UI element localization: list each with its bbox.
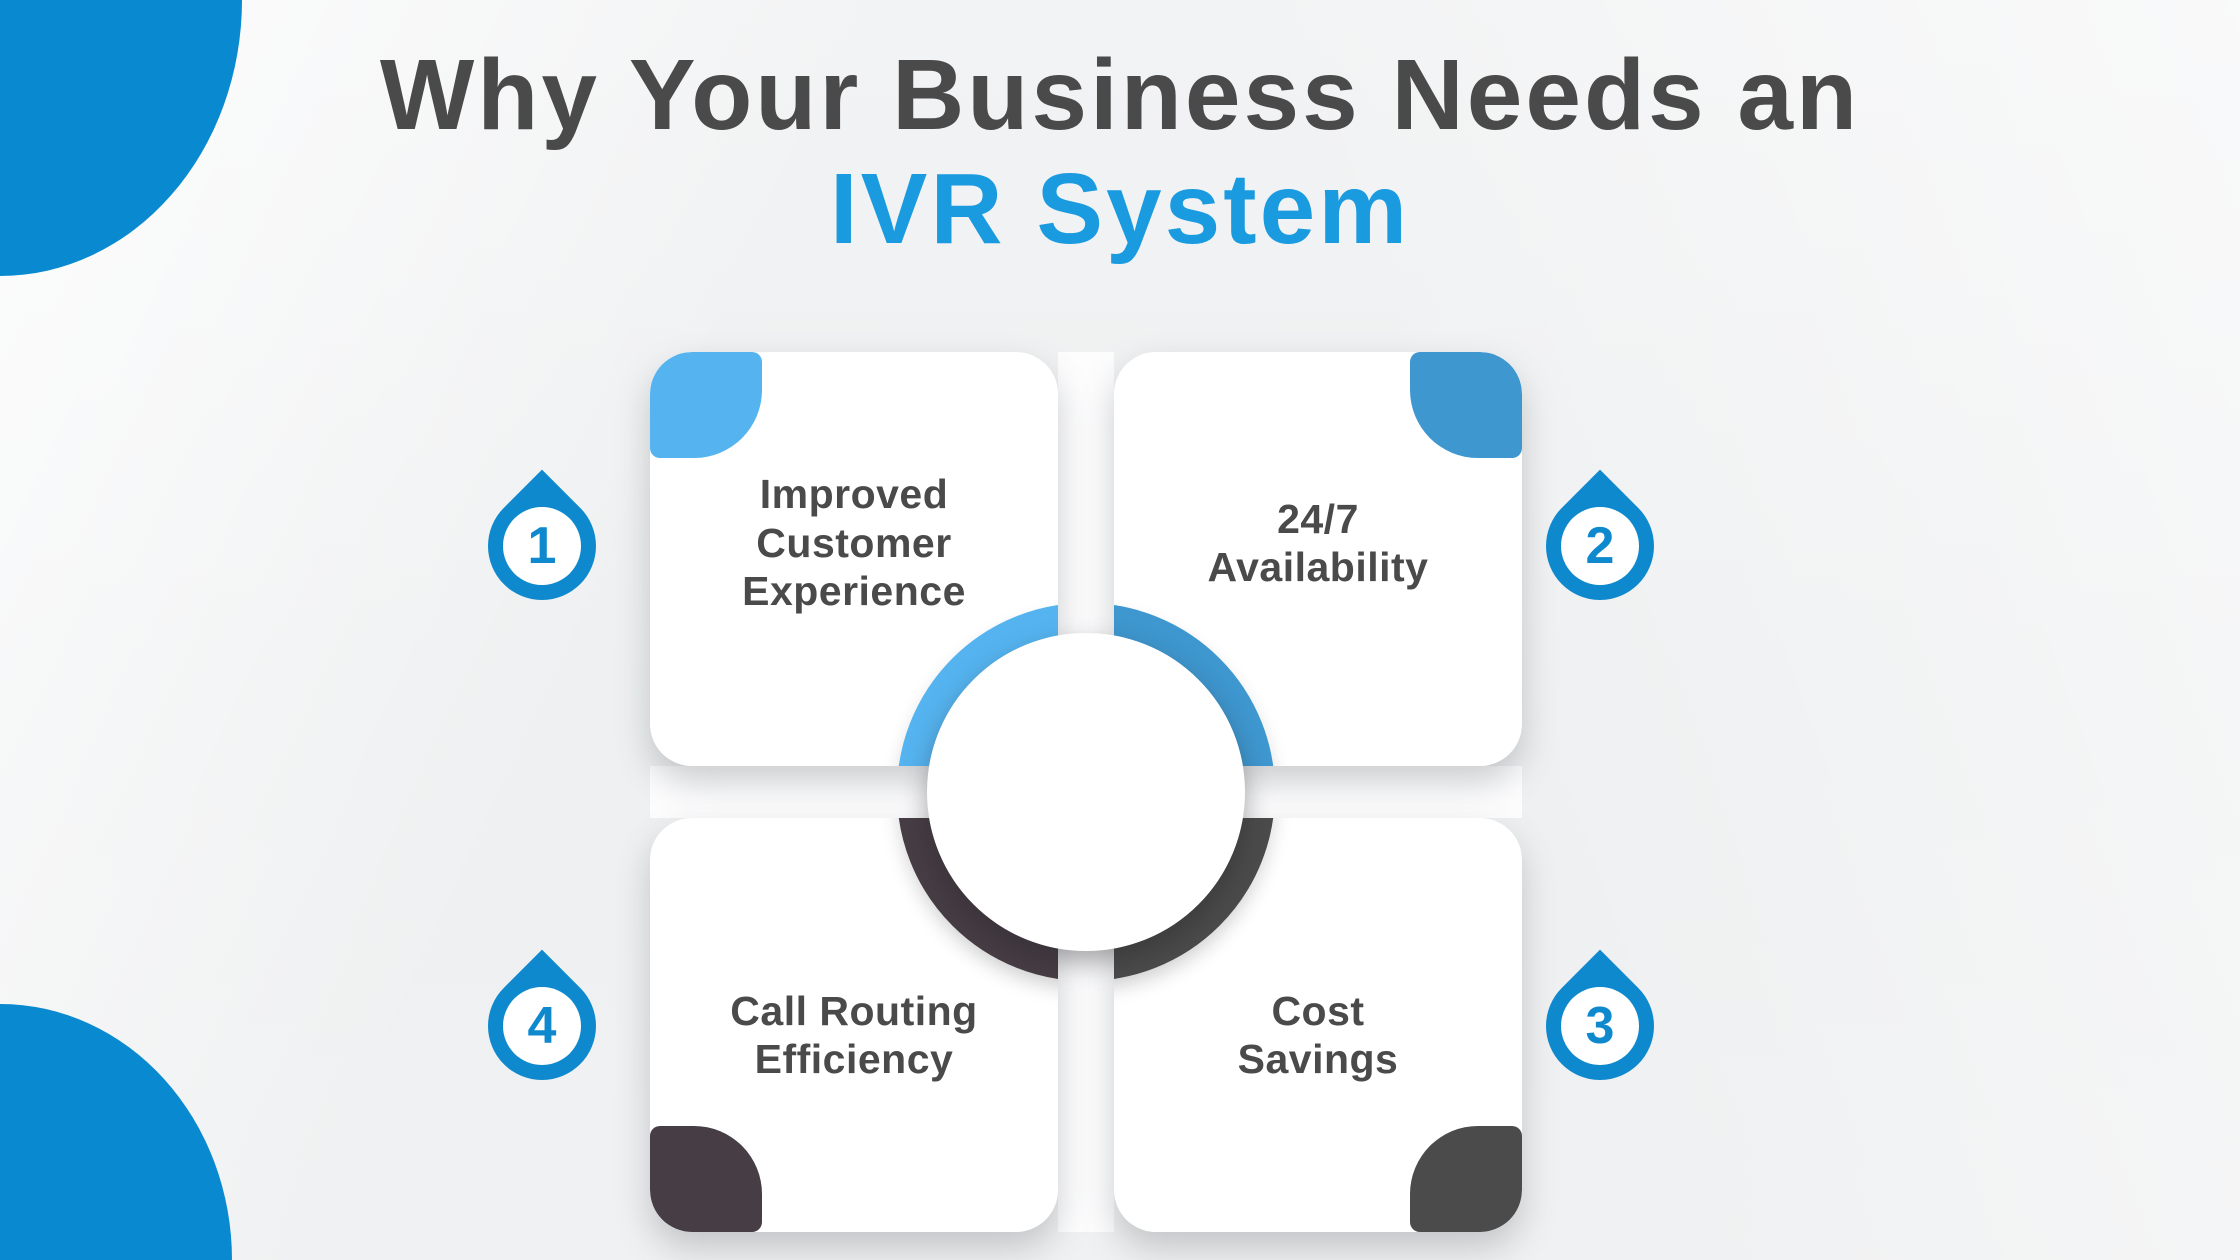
step-marker-4: 4 (465, 949, 619, 1103)
card-title-line: 24/7 (1277, 495, 1359, 542)
card-title-line: Cost (1271, 987, 1365, 1034)
step-number: 3 (1585, 997, 1615, 1055)
title-line-2: IVR System (829, 153, 1411, 265)
card-title: Improved Customer Experience (742, 470, 966, 615)
step-marker-3: 3 (1523, 949, 1677, 1103)
pin-circle: 4 (503, 987, 581, 1065)
corner-accent (650, 1126, 762, 1232)
card-title-line: Experience (742, 568, 966, 615)
pin-circle: 1 (503, 507, 581, 585)
step-number: 4 (527, 997, 557, 1055)
card-title-line: Efficiency (754, 1036, 954, 1082)
corner-accent (1410, 1126, 1522, 1232)
corner-accent (650, 352, 762, 458)
card-title: Call Routing Efficiency (730, 987, 977, 1084)
step-marker-1: 1 (465, 469, 619, 623)
card-title: 24/7 Availability (1208, 495, 1429, 592)
card-title-line: Savings (1237, 1036, 1399, 1082)
corner-accent (1410, 352, 1522, 458)
step-number: 1 (527, 517, 557, 575)
card-title-line: Call Routing (730, 987, 978, 1034)
card-call-routing-efficiency: Call Routing Efficiency (650, 818, 1058, 1232)
title-line-1: Why Your Business Needs an (379, 39, 1861, 151)
card-title-line: Availability (1207, 544, 1429, 590)
center-circle (927, 633, 1245, 951)
card-title-line: Improved (759, 471, 949, 518)
pin-circle: 3 (1561, 987, 1639, 1065)
card-title: Cost Savings (1238, 987, 1399, 1084)
corner-decoration-bottom-left (0, 1004, 232, 1260)
pin-circle: 2 (1561, 507, 1639, 585)
step-marker-2: 2 (1523, 469, 1677, 623)
step-number: 2 (1585, 517, 1615, 575)
page-title: Why Your Business Needs an IVR System (0, 38, 2240, 266)
card-title-line: Customer (756, 519, 952, 566)
